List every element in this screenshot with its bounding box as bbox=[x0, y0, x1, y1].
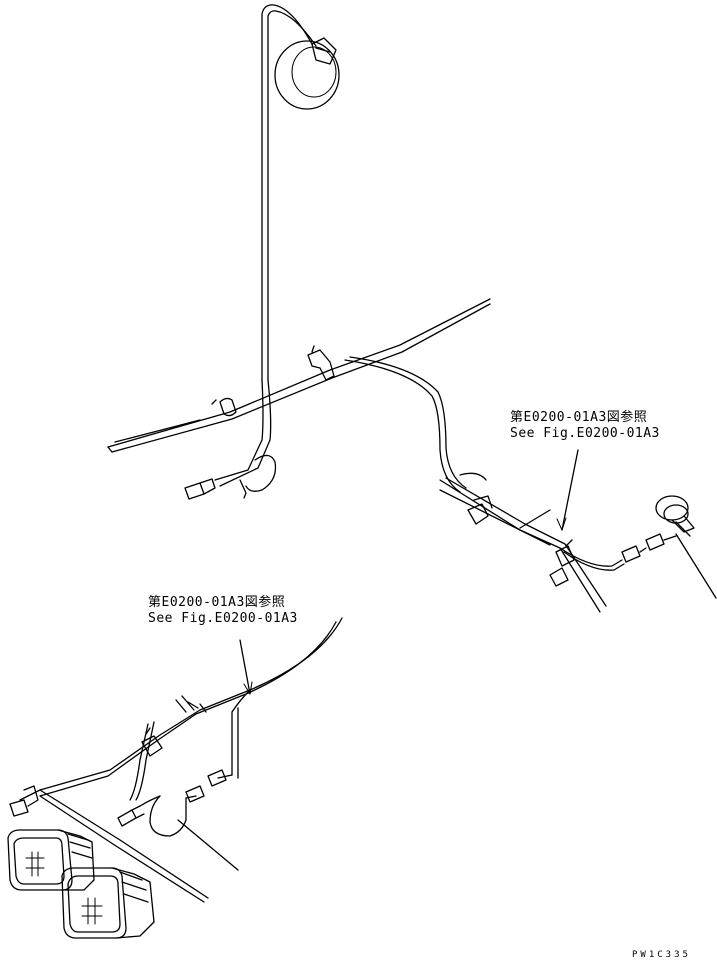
drawing-code: PW1C335 bbox=[632, 950, 691, 960]
beacon-lamp bbox=[274, 37, 340, 110]
horn-cable bbox=[559, 533, 677, 571]
right-branch bbox=[344, 356, 607, 613]
callout-upper-en: See Fig.E0200-01A3 bbox=[510, 426, 660, 441]
lower-connectors bbox=[149, 769, 227, 837]
work-lamp-right bbox=[61, 867, 155, 939]
callout-upper: 第E0200-01A3図参照 See Fig.E0200-01A3 bbox=[510, 410, 660, 442]
right-clamp-2 bbox=[549, 539, 575, 587]
callout-lower: 第E0200-01A3図参照 See Fig.E0200-01A3 bbox=[148, 595, 298, 627]
right-branch-clamp bbox=[467, 495, 493, 525]
lower-clamps bbox=[9, 727, 163, 817]
upper-harness bbox=[107, 298, 491, 453]
harness-clamp-1 bbox=[211, 397, 237, 417]
lamp-connector bbox=[184, 478, 247, 500]
lower-harness bbox=[19, 617, 343, 903]
work-lamp-left bbox=[7, 829, 95, 891]
sensor-plug bbox=[117, 795, 161, 827]
sensor-leader bbox=[177, 819, 239, 871]
callout-leader-lower bbox=[239, 639, 251, 695]
horn-leader bbox=[675, 533, 717, 599]
horn bbox=[655, 495, 695, 537]
callout-upper-jp: 第E0200-01A3図参照 bbox=[510, 410, 648, 425]
callout-lower-en: See Fig.E0200-01A3 bbox=[148, 611, 298, 626]
harness-clamp-2 bbox=[307, 345, 335, 381]
callout-lower-jp: 第E0200-01A3図参照 bbox=[148, 595, 286, 610]
lamp-cable bbox=[214, 4, 317, 492]
callout-leader-upper bbox=[561, 449, 579, 531]
